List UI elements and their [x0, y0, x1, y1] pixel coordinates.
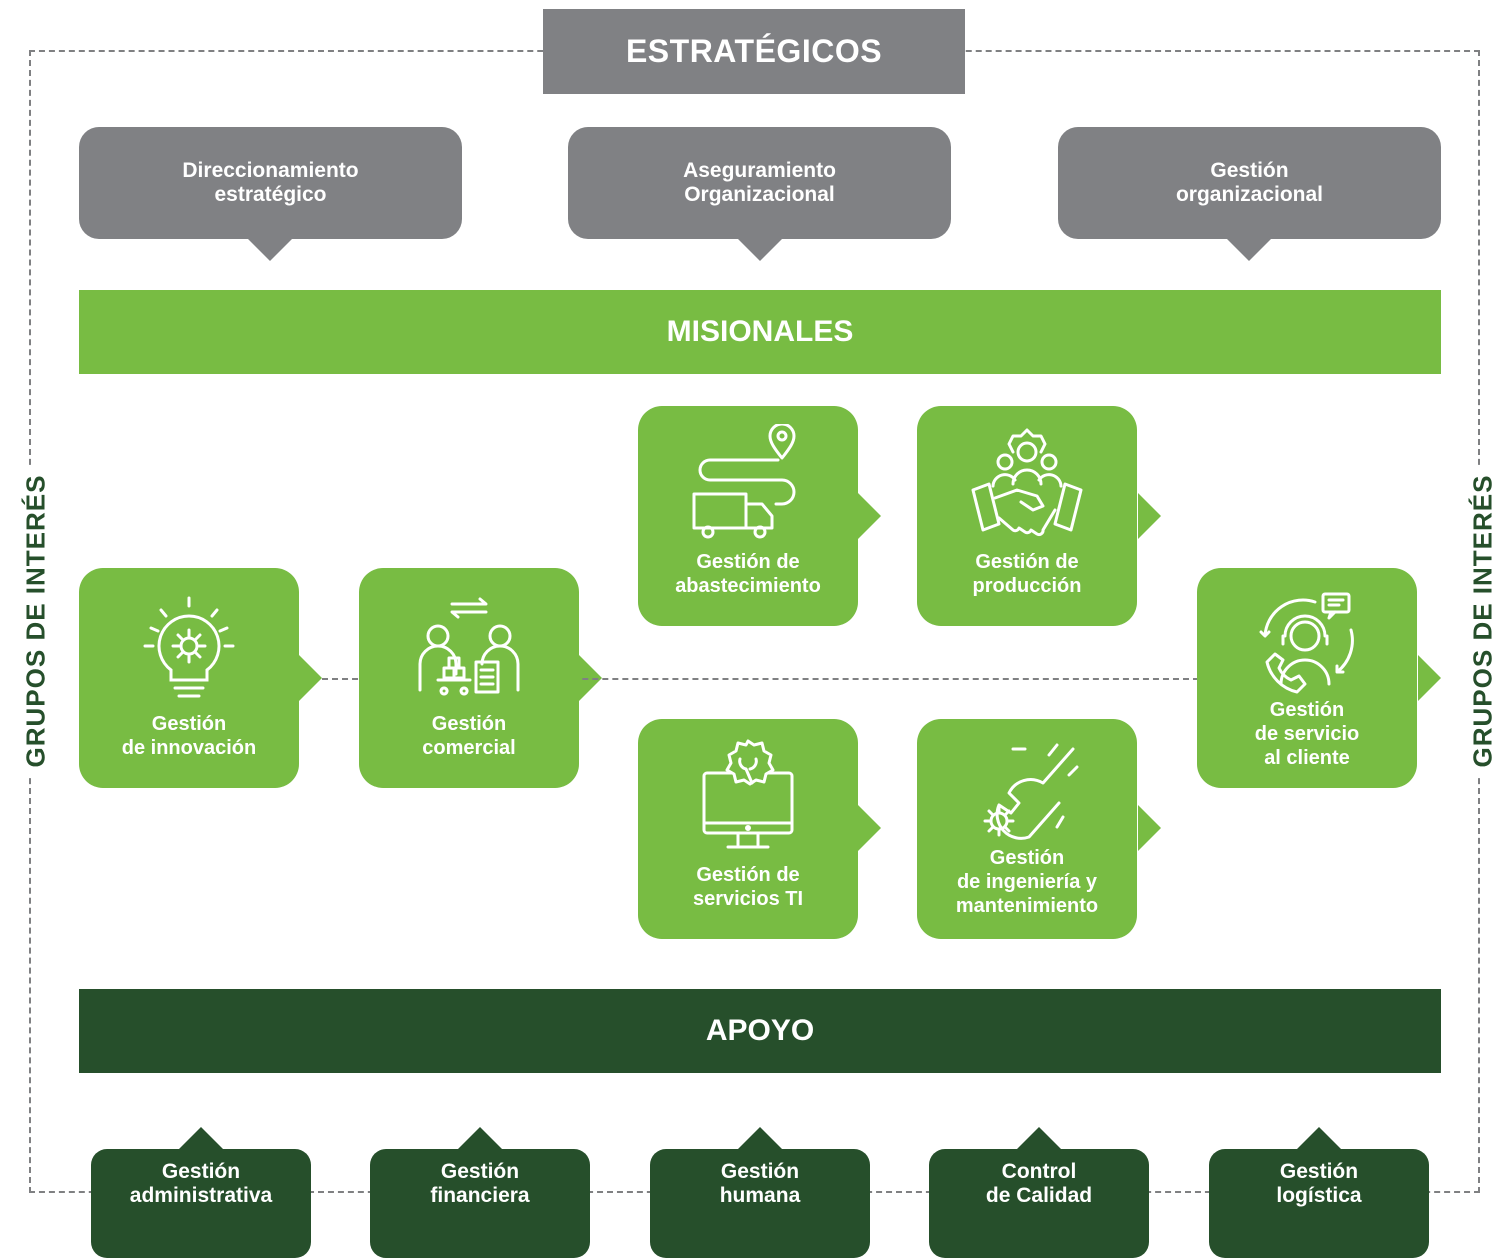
flow-arrow — [858, 493, 881, 539]
stakeholders-label-left: GRUPOS DE INTERÉS — [20, 466, 52, 776]
process-abastecimiento: Gestión de abastecimiento — [638, 406, 858, 626]
support-band: APOYO — [79, 989, 1441, 1073]
strategic-pointer — [247, 238, 293, 261]
process-servicio-cliente: Gestión de servicio al cliente — [1197, 568, 1417, 788]
wrench-gear-icon — [983, 743, 1079, 840]
process-ingenieria: Gestión de ingeniería y mantenimiento — [917, 719, 1137, 939]
support-pointer — [1296, 1127, 1342, 1150]
handshake-team-icon — [971, 428, 1083, 537]
commerce-people-icon — [418, 597, 520, 696]
lightbulb-gear-icon — [143, 596, 235, 698]
process-servicios-ti: Gestión de servicios TI — [638, 719, 858, 939]
customer-support-icon — [1259, 592, 1354, 694]
flow-arrow — [858, 805, 881, 851]
strategic-header: ESTRATÉGICOS — [543, 9, 965, 94]
flow-arrow — [1138, 805, 1161, 851]
support-pointer — [737, 1127, 783, 1150]
process-comercial: Gestión comercial — [359, 568, 579, 788]
missional-band: MISIONALES — [79, 290, 1441, 374]
stakeholders-label-right: GRUPOS DE INTERÉS — [1467, 466, 1497, 776]
flow-arrow — [1138, 493, 1161, 539]
strategic-pointer — [1226, 238, 1272, 261]
flow-arrow — [299, 655, 322, 701]
flow-arrow — [1418, 655, 1441, 701]
process-connector-line — [322, 678, 1199, 680]
support-pointer — [178, 1127, 224, 1150]
strategic-pointer — [737, 238, 783, 261]
process-produccion: Gestión de producción — [917, 406, 1137, 626]
monitor-gear-icon — [702, 739, 794, 849]
support-pointer — [457, 1127, 503, 1150]
support-pointer — [1016, 1127, 1062, 1150]
process-innovacion: Gestión de innovación — [79, 568, 299, 788]
delivery-truck-icon — [692, 424, 796, 539]
